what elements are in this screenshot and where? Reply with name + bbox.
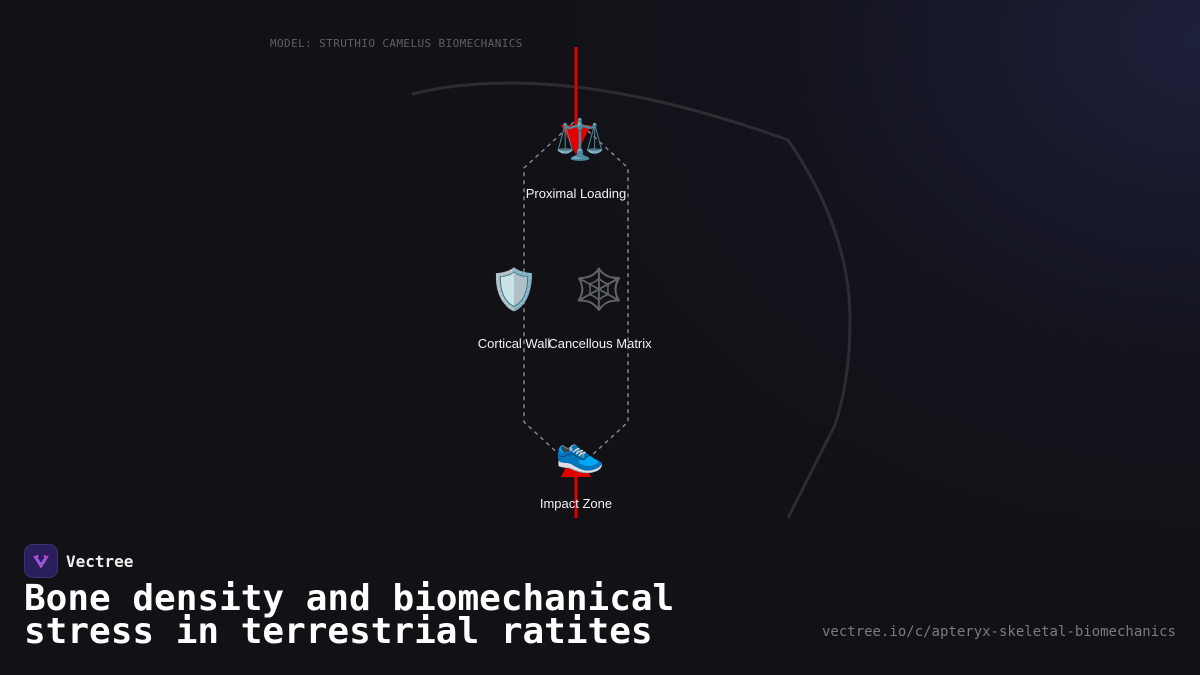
balance-scale-icon: ⚖️ — [555, 116, 605, 163]
node-cancellous-matrix: 🕸️ Cancellous Matrix — [548, 266, 652, 351]
sneaker-icon: 👟 — [555, 429, 605, 475]
bone-contour — [411, 81, 852, 519]
node-label-cortical: Cortical Wall — [478, 336, 551, 351]
brand-name: Vectree — [66, 551, 134, 571]
node-label-impact: Impact Zone — [540, 496, 612, 511]
node-cortical-wall: 🛡️ Cortical Wall — [478, 266, 551, 351]
node-impact-zone: 👟 Impact Zone — [540, 429, 612, 511]
node-proximal-loading: ⚖️ Proximal Loading — [526, 116, 626, 201]
node-label-proximal: Proximal Loading — [526, 186, 626, 201]
vectree-logo-icon — [24, 544, 58, 578]
model-label: MODEL: STRUTHIO CAMELUS BIOMECHANICS — [270, 37, 523, 50]
source-url[interactable]: vectree.io/c/apteryx-skeletal-biomechani… — [821, 624, 1176, 640]
node-label-cancellous: Cancellous Matrix — [548, 336, 652, 351]
spider-web-icon: 🕸️ — [574, 266, 624, 313]
shield-icon: 🛡️ — [489, 266, 539, 313]
page-title: Bone density and biomechanical stress in… — [24, 578, 675, 652]
brand: Vectree — [24, 544, 133, 578]
bone-stress-diagram: MODEL: STRUTHIO CAMELUS BIOMECHANICS ⚖️ … — [270, 37, 852, 519]
